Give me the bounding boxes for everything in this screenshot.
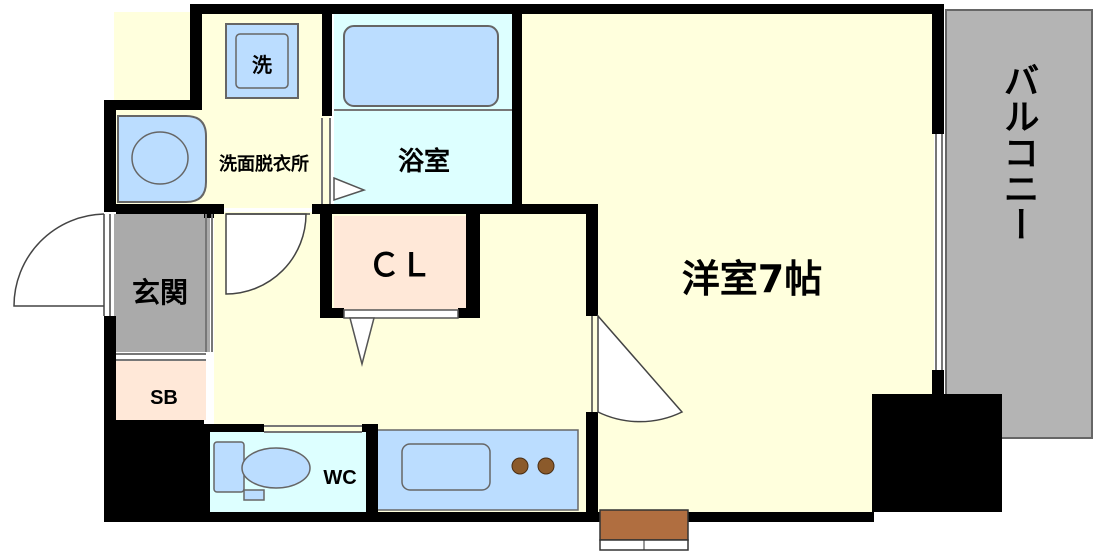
shoe-box-area bbox=[114, 360, 206, 420]
kitchen-sink bbox=[401, 443, 491, 491]
balcony-area bbox=[945, 9, 1093, 439]
closet-label: ＣＬ bbox=[368, 246, 432, 284]
bathtub bbox=[343, 25, 499, 107]
washer-label: 洗 bbox=[252, 53, 272, 77]
closet-door bbox=[343, 309, 459, 367]
toilet bbox=[213, 441, 311, 501]
bottom-window bbox=[599, 509, 689, 551]
entrance-label: 玄関 bbox=[132, 276, 188, 309]
washroom-label: 洗面脱衣所 bbox=[219, 153, 309, 175]
walls bbox=[104, 4, 1002, 522]
washroom-door bbox=[225, 213, 310, 295]
partitions bbox=[116, 109, 943, 433]
bath-door bbox=[333, 176, 367, 202]
stove-burner-icon bbox=[511, 457, 529, 475]
stove-burner-icon bbox=[537, 457, 555, 475]
shoe-box-label: SB bbox=[150, 387, 178, 409]
western-room-label: 洋室7帖 bbox=[682, 257, 822, 301]
toilet-label: WC bbox=[323, 467, 356, 489]
entrance-floor bbox=[114, 214, 210, 352]
front-door bbox=[13, 213, 111, 316]
balcony-label: バルコニー bbox=[998, 62, 1039, 242]
western-door bbox=[591, 314, 684, 423]
closet-area bbox=[334, 216, 470, 312]
bath-label: 浴室 bbox=[398, 146, 450, 177]
